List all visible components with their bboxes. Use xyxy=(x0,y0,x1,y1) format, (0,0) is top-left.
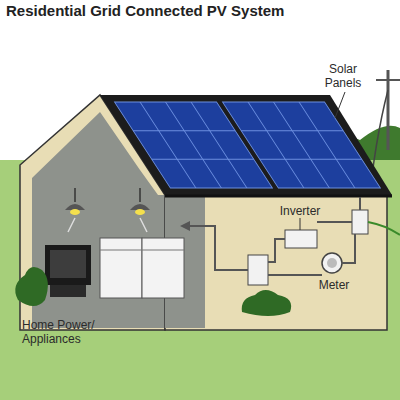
wiring xyxy=(268,197,360,275)
leader-line xyxy=(335,92,345,118)
lamp-bulb xyxy=(135,209,145,215)
light-ray xyxy=(68,218,147,232)
leader-line xyxy=(300,218,301,230)
lamp-cord xyxy=(74,188,76,202)
tv-set xyxy=(45,245,91,285)
lamp-bulb xyxy=(70,209,80,215)
utility-pole xyxy=(387,70,390,150)
diagram-title: Residential Grid Connected PV System xyxy=(6,4,284,18)
roof xyxy=(100,95,392,195)
service-panel xyxy=(248,255,268,285)
meter-face xyxy=(327,258,337,268)
inverter-box xyxy=(285,230,317,248)
roof-fascia xyxy=(165,195,392,198)
part-label: Inverter xyxy=(272,204,328,218)
part-label: Solar Panels xyxy=(318,62,368,90)
house-wiring xyxy=(190,226,248,270)
washer xyxy=(100,238,142,298)
solar-array xyxy=(115,102,381,188)
pole-crossarm xyxy=(376,79,400,81)
disconnect-box xyxy=(352,210,368,234)
lamp-cord xyxy=(139,188,141,202)
front-wall xyxy=(165,195,387,330)
part-label: Home Power/ Appliances xyxy=(22,318,102,346)
meter-dial xyxy=(322,253,342,273)
tv-stand xyxy=(50,285,86,297)
arrow-head xyxy=(180,221,190,231)
dryer xyxy=(142,238,184,298)
part-label: Meter xyxy=(312,278,356,292)
tv-screen xyxy=(50,250,86,278)
shrub xyxy=(242,290,291,316)
panel-grid xyxy=(115,102,381,188)
grid-line xyxy=(368,222,400,235)
shrub xyxy=(15,267,48,306)
appliance-panel xyxy=(100,250,184,251)
